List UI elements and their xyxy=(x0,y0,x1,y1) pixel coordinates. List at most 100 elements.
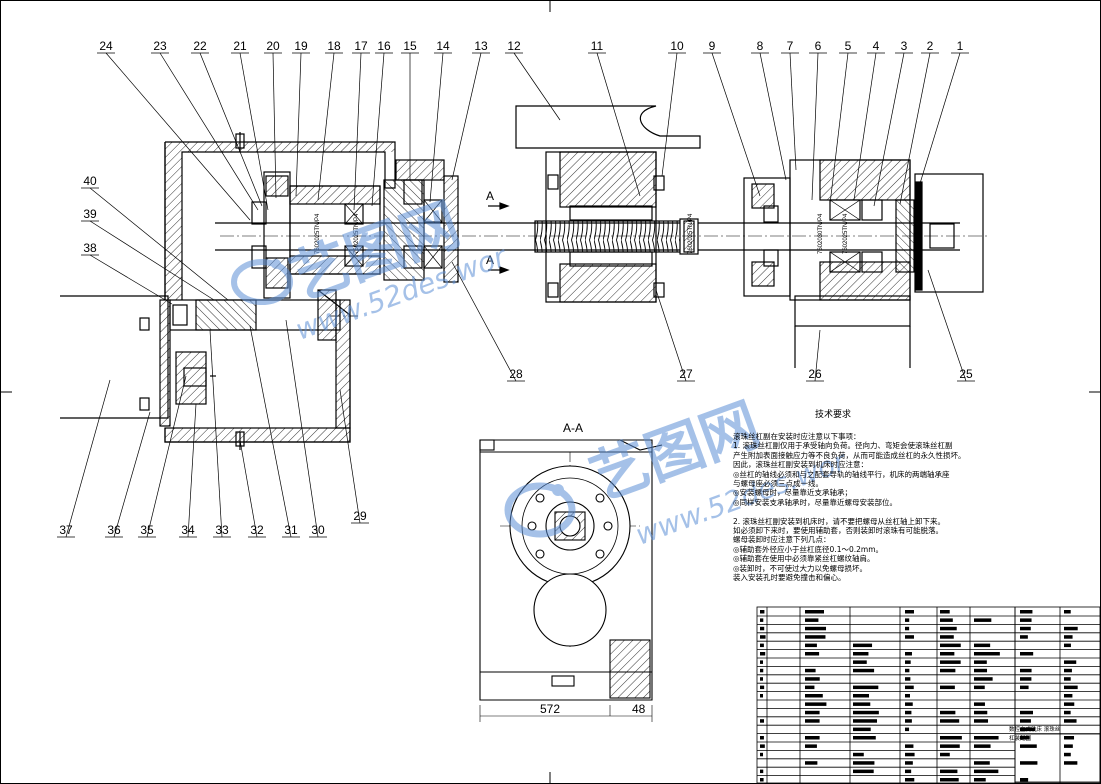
tech-note-line: ◎装卸时，不可使过大力以免螺母损坏。 xyxy=(733,563,868,573)
part-number-label: 4 xyxy=(873,39,880,53)
parts-list-text xyxy=(760,736,764,740)
parts-list-text xyxy=(940,736,962,740)
leader-line xyxy=(371,52,385,207)
leader-line xyxy=(159,52,259,211)
part-number-label: 19 xyxy=(294,39,308,53)
parts-list-text xyxy=(853,652,869,656)
part-number-label: 28 xyxy=(509,367,523,381)
parts-list-text xyxy=(1064,719,1077,723)
parts-list-text xyxy=(805,761,818,765)
upper-pulley xyxy=(251,171,291,299)
part-number-label: 27 xyxy=(679,367,693,381)
tech-note-line: 装入安装孔时要避免撞击和偏心。 xyxy=(733,573,846,582)
parts-list-text xyxy=(805,677,820,681)
parts-list-text xyxy=(1064,736,1075,740)
part-number-label: 37 xyxy=(59,523,73,537)
part-number-label: 24 xyxy=(99,39,113,53)
part-number-label: 13 xyxy=(474,39,488,53)
part-number-label: 34 xyxy=(181,523,195,537)
main-assembly-view xyxy=(60,105,990,450)
leader-line xyxy=(759,52,787,181)
parts-list-text xyxy=(940,618,953,622)
parts-list-text xyxy=(974,761,990,765)
parts-list-text xyxy=(974,778,986,782)
parts-list-text xyxy=(905,626,910,631)
parts-list-text xyxy=(974,652,1000,656)
part-number-label: 31 xyxy=(284,523,298,537)
parts-list-text xyxy=(905,752,915,757)
section-aa-view xyxy=(479,439,663,722)
leader-line xyxy=(89,254,173,305)
worktable xyxy=(515,105,701,149)
part-number-label: 3 xyxy=(901,39,908,53)
parts-list-text xyxy=(905,719,912,723)
parts-list-text xyxy=(853,752,864,757)
parts-list-text xyxy=(760,635,766,639)
parts-list-text xyxy=(853,719,878,723)
parts-list-text xyxy=(853,769,874,774)
part-number-label: 11 xyxy=(591,39,604,53)
parts-list-text xyxy=(1064,702,1075,706)
tech-note-line: 产生附加表面接触应力等不良负荷，从而可能造成丝杠的永久性损坏。 xyxy=(733,450,966,460)
parts-list-text xyxy=(1020,761,1038,765)
bearing-codes: 7602025TN/P4 7602025TN/P4 7602025TN/P4 7… xyxy=(315,213,849,254)
parts-list-text xyxy=(853,694,870,698)
leader-line xyxy=(429,52,444,203)
leader-line xyxy=(451,261,517,382)
parts-list-text xyxy=(940,685,955,690)
parts-list-text xyxy=(805,643,817,648)
part-number-label: 40 xyxy=(83,174,97,188)
part-number-label: 35 xyxy=(140,523,154,537)
parts-list-text xyxy=(853,643,873,648)
parts-list-text xyxy=(1064,752,1071,757)
leader-line xyxy=(249,325,292,538)
title-block xyxy=(756,606,1101,784)
parts-list-text xyxy=(853,727,871,732)
parts-list-text xyxy=(1020,736,1030,740)
leader-lines xyxy=(57,52,975,538)
leader-line xyxy=(711,52,761,197)
leader-line xyxy=(661,52,678,177)
parts-list-text xyxy=(1020,610,1033,614)
gearbox-housing xyxy=(164,132,396,450)
parts-list-text xyxy=(1020,668,1032,673)
part-number-label: 25 xyxy=(959,367,973,381)
parts-list-text xyxy=(974,660,987,664)
leader-line xyxy=(451,52,482,181)
leader-line xyxy=(339,389,361,524)
parts-list-text xyxy=(760,719,764,723)
parts-list-text xyxy=(805,626,827,631)
leader-line xyxy=(513,52,561,121)
parts-list-text xyxy=(805,694,823,698)
parts-list-text xyxy=(1020,618,1032,622)
parts-list-text xyxy=(905,778,915,782)
part-number-label: 38 xyxy=(83,241,97,255)
leader-line xyxy=(272,52,277,199)
bearing-code: 7602025TN/P4 xyxy=(354,213,360,254)
leader-line xyxy=(209,329,223,538)
parts-list-text xyxy=(1020,710,1033,715)
parts-list-text xyxy=(1064,677,1071,681)
parts-list-text xyxy=(1064,685,1078,690)
left-bearing-housing xyxy=(289,159,459,283)
parts-list-text xyxy=(940,744,960,748)
section-view-label: A-A xyxy=(563,421,583,435)
parts-list-text xyxy=(1020,727,1036,732)
parts-list-text xyxy=(1064,694,1073,698)
leader-line xyxy=(917,52,961,191)
parts-list-text xyxy=(974,719,989,723)
tech-note-line: 如必须卸下来时，要使用辅助套，否则装卸时滚珠有可能脱落。 xyxy=(733,526,943,535)
parts-list-text xyxy=(940,610,950,614)
leader-line xyxy=(814,329,821,382)
part-number-label: 22 xyxy=(193,39,207,53)
parts-list-text xyxy=(1064,610,1071,614)
parts-list-text xyxy=(805,652,820,656)
parts-list-text xyxy=(1064,668,1072,673)
parts-list-text xyxy=(760,660,763,664)
parts-list-text xyxy=(805,710,820,715)
leader-line xyxy=(285,319,319,538)
parts-list-text xyxy=(940,660,961,664)
parts-list-text xyxy=(853,761,875,765)
parts-list-text xyxy=(974,702,985,706)
